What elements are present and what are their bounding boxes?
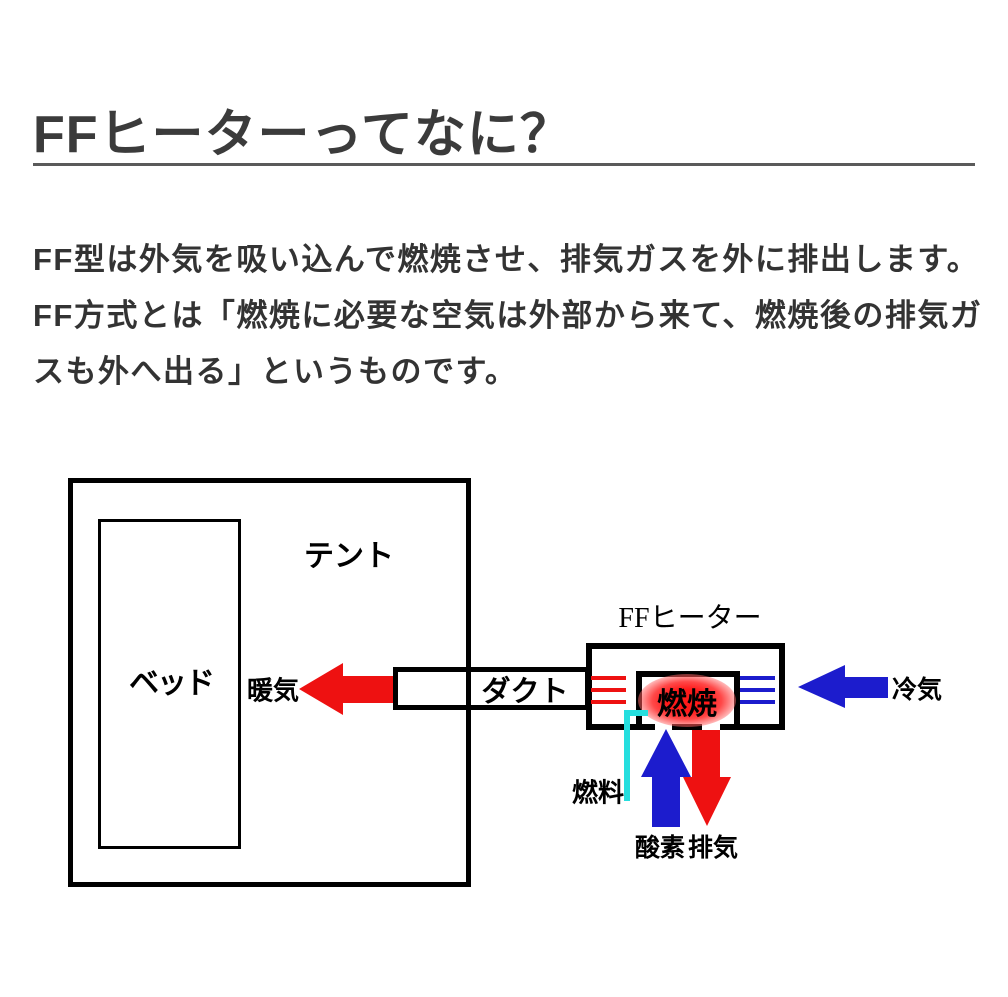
ff-heater-label: FFヒーター bbox=[618, 603, 762, 634]
title-divider bbox=[33, 163, 975, 166]
fuel-label: 燃料 bbox=[571, 777, 625, 808]
oxygen-inlet-gap bbox=[655, 721, 672, 731]
combustion-label: 燃焼 bbox=[657, 688, 717, 721]
cold-air-arrow-icon bbox=[798, 665, 888, 708]
combustion-glow bbox=[638, 674, 736, 727]
bed-label: ベッド bbox=[129, 667, 215, 700]
page-title: FFヒーターってなに？ bbox=[33, 105, 573, 164]
body-line: FF方式とは「燃焼に必要な空気は外部から来て、燃焼後の排気ガ bbox=[33, 298, 983, 333]
tent-box bbox=[68, 478, 471, 887]
body-line: スも外へ出る」というものです。 bbox=[33, 354, 518, 389]
fuel-line-icon bbox=[624, 710, 648, 801]
exhaust-label: 排気 bbox=[687, 834, 739, 862]
exhaust-arrow-icon bbox=[683, 730, 731, 826]
duct-label: ダクト bbox=[481, 676, 569, 708]
body-paragraph: FF型は外気を吸い込んで燃焼させ、排気ガスを外に排出します。 FF方式とは「燃焼… bbox=[33, 232, 993, 400]
cold-air-label: 冷気 bbox=[891, 676, 943, 704]
exhaust-outlet-gap bbox=[702, 721, 720, 731]
warm-air-label: 暖気 bbox=[246, 675, 300, 706]
cold-air-lines-icon bbox=[740, 676, 775, 704]
oxygen-arrow-icon bbox=[641, 729, 691, 827]
warm-air-arrow-icon bbox=[299, 663, 393, 715]
bed-box bbox=[98, 519, 241, 849]
hot-air-lines-icon bbox=[591, 676, 626, 704]
body-line: FF型は外気を吸い込んで燃焼させ、排気ガスを外に排出します。 bbox=[33, 242, 980, 277]
tent-label: テント bbox=[304, 540, 394, 573]
oxygen-label: 酸素 bbox=[634, 834, 686, 862]
